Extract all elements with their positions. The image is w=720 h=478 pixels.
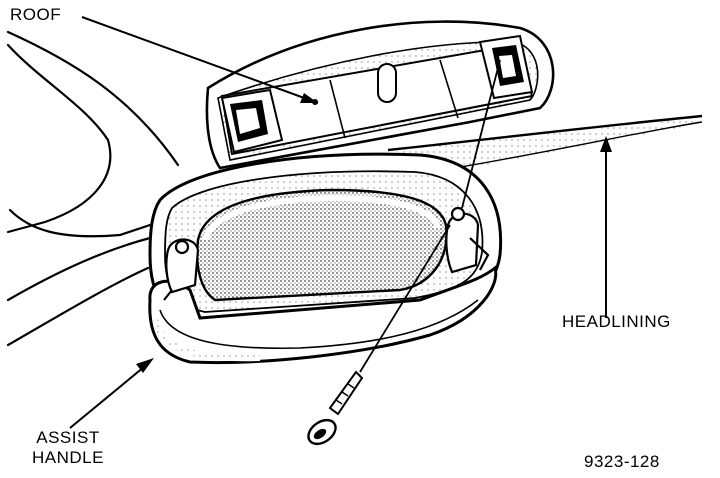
assist-handle-label-line2: HANDLE (32, 448, 104, 467)
assist-handle-grip (148, 265, 498, 365)
arrowheads (136, 93, 612, 373)
headlining-label: HEADLINING (562, 312, 671, 331)
headlining-surface (387, 114, 703, 169)
vehicle-interior-contours (6, 30, 180, 347)
roof-arrowhead (300, 93, 318, 103)
assist-handle-bezel (148, 152, 503, 327)
clip-alignment-line (461, 59, 501, 209)
screw-insertion-line (359, 224, 451, 373)
roof-panel (205, 20, 555, 170)
roof-label: ROOF (10, 5, 62, 24)
figure-number: 9323-128 (584, 452, 660, 471)
assist-handle-arrowhead (136, 358, 154, 373)
headlining-arrowhead (600, 136, 612, 152)
pivot-covers (163, 206, 490, 301)
assist-handle-leader-line (69, 361, 151, 429)
assist-handle-label-line1: ASSIST (36, 428, 100, 447)
leader-lines (69, 16, 607, 429)
mounting-screw (307, 370, 364, 446)
roof-leader-line (81, 16, 319, 104)
assist-handle-label: ASSIST HANDLE (32, 428, 104, 468)
